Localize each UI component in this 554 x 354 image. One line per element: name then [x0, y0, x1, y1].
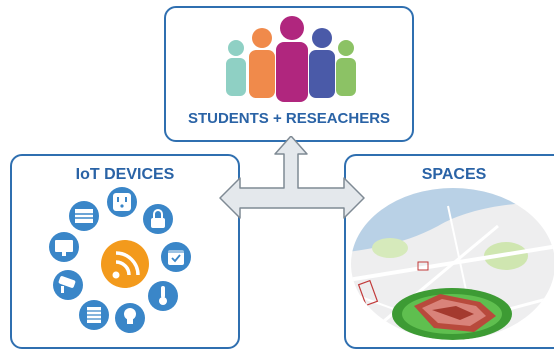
person-icon: [309, 28, 335, 98]
three-way-arrow-icon: [219, 136, 365, 219]
students-researchers-title: STUDENTS + RESEACHERS: [187, 110, 391, 127]
iot-devices-title: IoT DEVICES: [75, 166, 175, 183]
lock-icon: [143, 204, 173, 234]
person-icon: [226, 40, 246, 96]
power-outlet-icon: [107, 187, 137, 217]
person-icon: [276, 16, 308, 102]
campus-map-3d-building: [351, 188, 554, 340]
garage-door-icon: [69, 201, 99, 231]
iot-device-ring: [49, 187, 191, 333]
lightbulb-icon: [115, 303, 145, 333]
person-icon: [249, 28, 275, 98]
rss-feed-icon: [101, 240, 149, 288]
spaces-panel: SPACES: [344, 154, 554, 349]
security-camera-icon: [53, 270, 83, 300]
people-group-icon: [226, 16, 356, 102]
thermometer-icon: [148, 281, 178, 311]
monitor-icon: [49, 232, 79, 262]
students-researchers-panel: STUDENTS + RESEACHERS: [164, 6, 414, 142]
radiator-icon: [79, 300, 109, 330]
person-icon: [336, 40, 356, 96]
iot-devices-panel: IoT DEVICES: [10, 154, 240, 349]
calendar-check-icon: [161, 242, 191, 272]
spaces-title: SPACES: [421, 166, 487, 183]
